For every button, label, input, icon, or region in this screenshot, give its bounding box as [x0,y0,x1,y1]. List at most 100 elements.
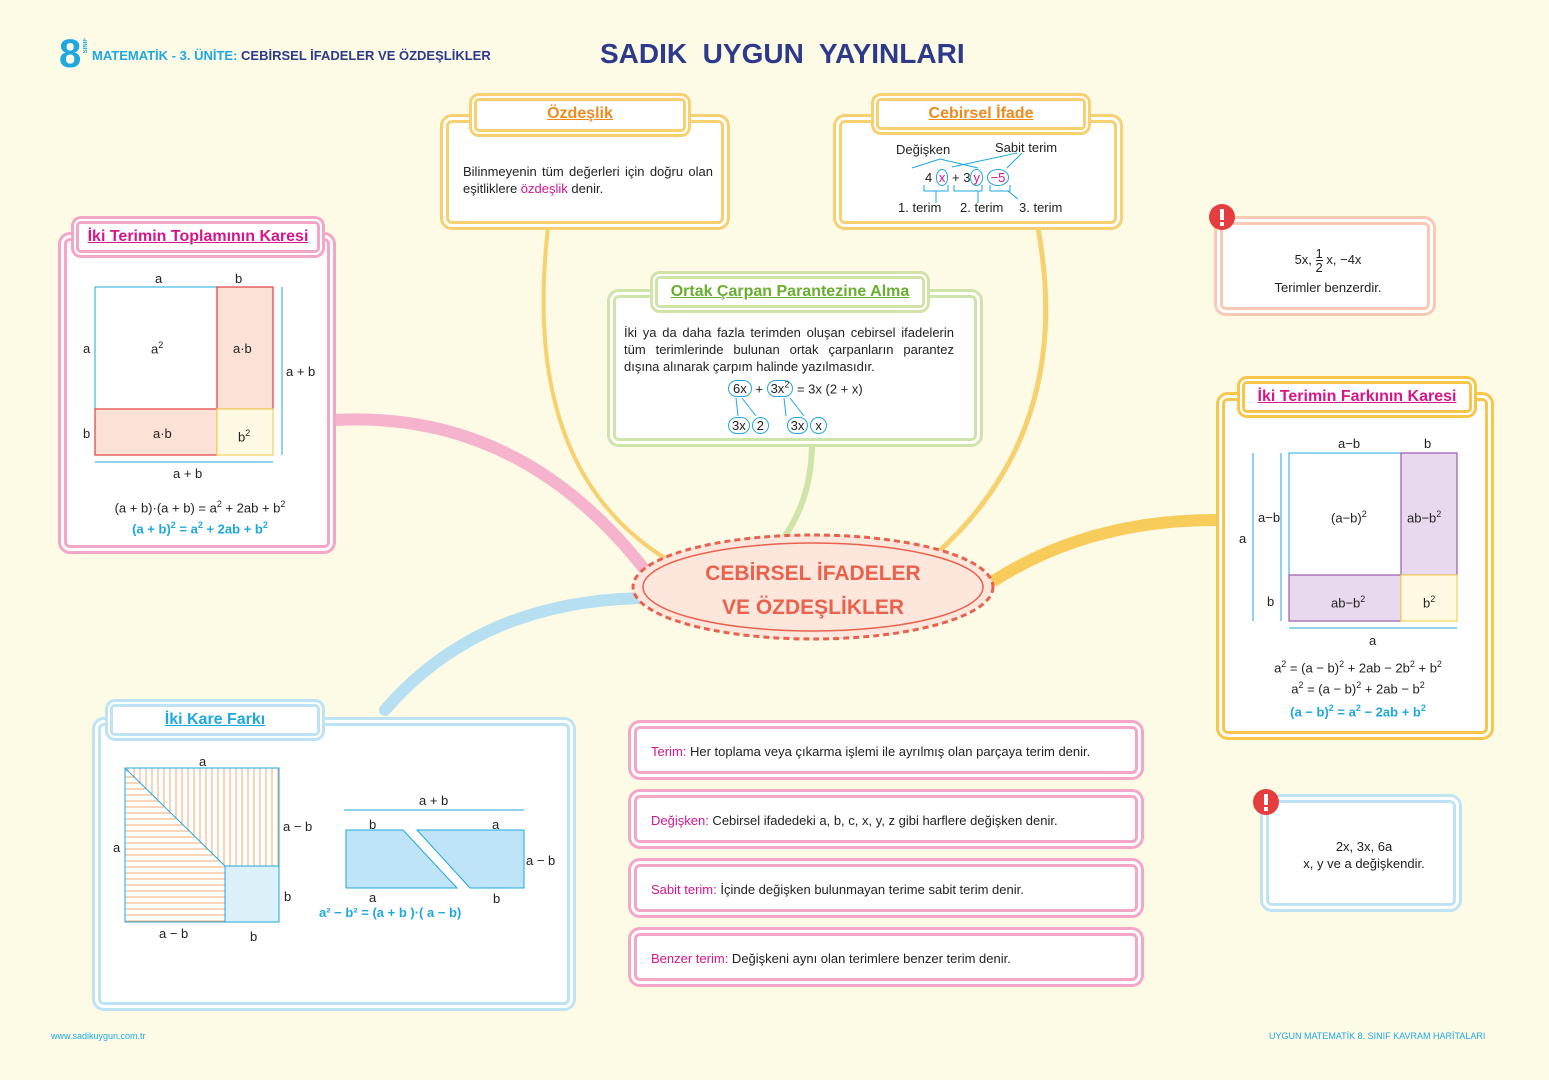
fark-cell-3: ab−b2 [1331,594,1365,610]
fc1-base: (a−b) [1331,510,1362,526]
note2-line1: 2x, 3x, 6a [1335,839,1393,854]
toplam-formula2: (a + b)2 = a2 + 2ab + b2 [67,520,333,536]
branch-ozdeslik [541,227,670,562]
toplam-top-a: a [155,271,163,286]
note1-b: x, −4x [1326,251,1362,267]
footer-url[interactable]: www.sadikuygun.com.tr [51,1031,146,1041]
center-line1: CEBİRSEL İFADELER [705,562,921,585]
ortak-text: İki ya da daha fazla terimden oluşan ceb… [624,325,954,374]
ff3-e2: 2 [1355,703,1361,713]
kare-p-a: a [492,817,500,832]
fark-left-amb: a−b [1258,510,1281,525]
fark-box: a−b b a a−b b a (a−b)2 ab−b2 ab−b2 b2 a2… [1222,398,1488,734]
grade-badge: 8 SINIF [59,32,89,77]
publisher-title: SADIK UYGUN YAYINLARI [600,38,965,69]
tf1-a: (a + b)·(a + b) = a [114,500,217,516]
fark-title: İki Terimin Farkının Karesi [1242,381,1472,413]
tf1-exp2: 2 [280,499,286,509]
cell-b2-base: b [238,429,246,445]
kare-box: a a a − b b a − b b a + b b a a − b a b … [98,723,570,1005]
frac-den: 2 [1315,260,1323,275]
footer-series: UYGUN MATEMATİK 8. SINIF KAVRAM HARİTALA… [1269,1031,1486,1041]
def-degisken-text: Değişken: Cebirsel ifadedeki a, b, c, x,… [651,813,1058,828]
fc3-exp: 2 [1360,594,1366,604]
tf1-b: + 2ab + b [221,500,281,516]
toplam-cell-ab1: a·b [233,341,252,356]
warning-icon [1209,204,1235,230]
ff3-e3: 2 [1420,703,1426,713]
toplam-title: İki Terimin Toplamının Karesi [76,221,320,253]
unit-label: CEBİRSEL İFADELER VE ÖZDEŞLİKLER [241,48,491,63]
note-benzer-line1: 5x, 1 2 x, −4x [1223,247,1433,274]
center-node [631,533,995,641]
tf2-a: (a + b) [132,521,171,537]
fark-formula2: a2 = (a − b)2 + 2ab − b2 [1225,680,1491,696]
ozdeslik-text: Bilinmeyenin tüm değerleri için doğru ol… [463,163,713,197]
def-sabit-text: Sabit terim: İçinde değişken bulunmayan … [651,882,1024,897]
fc2-exp: 2 [1436,509,1442,519]
fark-cell-4: b2 [1423,594,1435,610]
tf2-b: = a [175,521,198,537]
tf2-exp1: 2 [170,520,176,530]
ff1-d: + b [1414,660,1437,676]
ff1-b: = (a − b) [1286,660,1340,676]
ortak-tree [735,397,805,417]
ozdeslik-text-b: denir. [567,181,604,196]
ff3-e1: 2 [1328,703,1334,713]
cebirsel-connectors [911,152,1023,203]
ff2-c: + 2ab − b [1361,681,1420,697]
def-benzer-term: Benzer terim: [651,951,729,966]
subject-label: MATEMATİK - 3. ÜNİTE: [92,48,238,63]
kare-figure [124,767,525,923]
toplam-top-b: b [235,271,243,286]
factor-3: 3x [786,417,809,434]
var-y: y [970,169,983,186]
note-benzer-line2: Terimler benzerdir. [1274,280,1382,295]
branch-cebirsel [933,227,1049,557]
sabit-terim-label: Sabit terim [995,140,1058,155]
kare-p-b2: b [493,891,501,906]
branch-toplam [329,413,651,576]
fark-cell-1: (a−b)2 [1331,509,1367,525]
grade-number: 8 [59,32,82,76]
kare-amb-bottom: a − b [159,926,189,941]
fark-top-b: b [1424,436,1432,451]
kare-a-top: a [199,754,207,769]
fark-cell-2: ab−b2 [1407,509,1441,525]
page-subtitle: MATEMATİK - 3. ÜNİTE: CEBİRSEL İFADELER … [92,48,491,63]
fark-formula3: (a − b)2 = a2 − 2ab + b2 [1225,703,1491,719]
kare-p-a2: a [369,890,377,905]
ortak-expression: 6x + 3x2 = 3x (2 + x) [728,380,863,398]
def-terim: Terim: Her toplama veya çıkarma işlemi i… [634,726,1138,774]
branch-kare [379,592,651,716]
var-x: x [935,169,949,186]
ozdeslik-title: Özdeşlik [474,98,686,132]
def-degisken-term: Değişken: [651,813,709,828]
branch-ortak [779,441,815,542]
fc3-base: ab−b [1331,595,1361,611]
toplam-left-b: b [83,426,91,441]
ff2-e2: 2 [1356,680,1362,690]
fark-figure [1252,452,1458,629]
tf1-exp1: 2 [216,499,222,509]
fc4-exp: 2 [1430,594,1436,604]
grade-word: SINIF [83,38,89,54]
def-terim-term: Terim: [651,744,687,759]
ortak-term2-base: 3x [770,381,785,397]
def-benzer: Benzer terim: Değişkeni aynı olan teriml… [634,933,1138,981]
frac-num: 1 [1315,246,1323,261]
term1-label: 1. terim [898,200,942,215]
center-line2: VE ÖZDEŞLİKLER [721,596,905,619]
toplam-right: a + b [286,364,316,379]
def-sabit: Sabit terim: İçinde değişken bulunmayan … [634,864,1138,912]
center-title: CEBİRSEL İFADELER VE ÖZDEŞLİKLER [628,557,998,625]
coef-2: 3 [963,170,971,185]
fark-formula1: a2 = (a − b)2 + 2ab − 2b2 + b2 [1225,659,1491,675]
def-benzer-body: Değişkeni aynı olan terimlere benzer ter… [728,951,1011,966]
tf2-exp2: 2 [197,520,203,530]
def-terim-body: Her toplama veya çıkarma işlemi ile ayrı… [686,744,1091,759]
fc2-base: ab−b [1407,510,1437,526]
fark-top-amb: a−b [1338,436,1361,451]
